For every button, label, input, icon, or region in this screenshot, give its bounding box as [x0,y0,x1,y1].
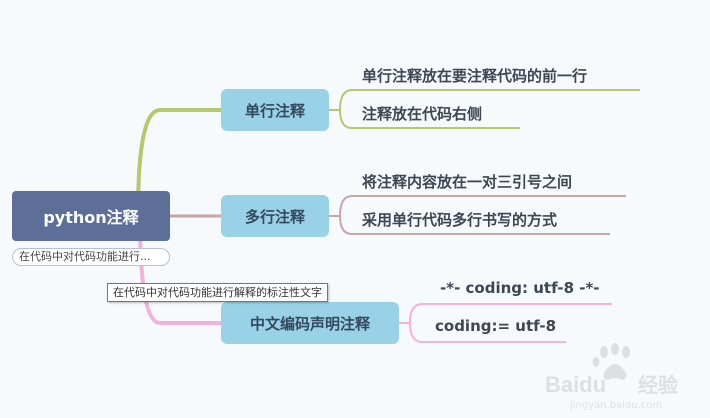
root-node[interactable]: python注释 [12,191,170,241]
connector-branch-2-leaf-2 [329,215,610,235]
note-tooltip: 在代码中对代码功能进行解释的标注性文字 [107,283,328,302]
baidu-jingyan-watermark: Baidu 经验 jingyan.baidu.com [545,343,678,411]
watermark-url: jingyan.baidu.com [569,400,662,411]
root-node-label: python注释 [43,208,139,227]
leaf-node[interactable]: 注释放在代码右侧 [362,105,483,123]
branch-node-label: 多行注释 [244,207,305,226]
leaf-node[interactable]: coding:= utf-8 [435,317,557,335]
root-note[interactable]: 在代码中对代码功能进行... [12,248,170,266]
connector-branch-1-leaf-2 [329,109,520,129]
watermark-cn: 经验 [638,373,678,397]
leaf-node[interactable]: 单行注释放在要注释代码的前一行 [362,67,588,85]
paw-logo-icon [592,343,630,380]
branch-node-single-line[interactable]: 单行注释 [221,89,329,131]
leaf-node[interactable]: 采用单行代码多行书写的方式 [362,211,558,229]
branch-node-label: 单行注释 [244,101,305,120]
branch-node-label: 中文编码声明注释 [249,314,370,333]
leaf-node[interactable]: -*- coding: utf-8 -*- [440,279,600,297]
leaf-node[interactable]: 将注释内容放在一对三引号之间 [362,173,573,191]
branch-node-multi-line[interactable]: 多行注释 [221,195,329,237]
branch-node-encoding-declaration[interactable]: 中文编码声明注释 [221,302,399,344]
watermark-brand: Baidu [545,372,606,397]
connector-branch-3-leaf-2 [399,322,566,343]
